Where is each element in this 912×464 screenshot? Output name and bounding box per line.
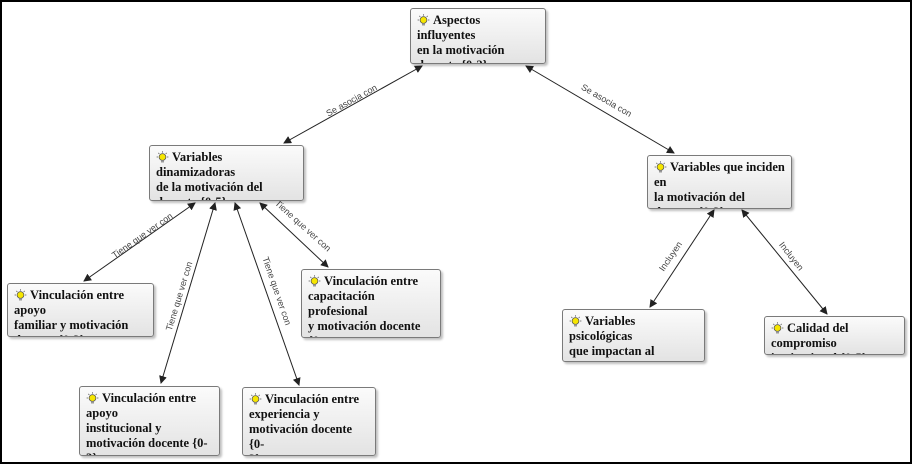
concept-vinculacion-familiar[interactable]: Vinculación entre apoyo familiar y motiv… bbox=[7, 283, 154, 337]
concept-lightbulb-icon bbox=[86, 392, 99, 405]
link-label-incluyen-compromiso: Incluyen bbox=[777, 240, 806, 273]
concept-vinculacion-capacitacion[interactable]: Vinculación entre capacitación profesion… bbox=[301, 269, 441, 338]
link-line-tiene-institucional bbox=[159, 202, 217, 384]
concept-label: Vinculación entre capacitación profesion… bbox=[308, 274, 421, 337]
concept-variables-psicologicas[interactable]: Variables psicológicas que impactan al d… bbox=[562, 309, 705, 362]
concept-aspectos-influyentes[interactable]: Aspectos influyentes en la motivación do… bbox=[410, 8, 546, 64]
concept-lightbulb-icon bbox=[417, 14, 430, 27]
link-line-incluyen-compromiso bbox=[741, 209, 828, 315]
concept-lightbulb-icon bbox=[14, 289, 27, 302]
concept-lightbulb-icon bbox=[771, 322, 784, 335]
link-line-tiene-capacitacion bbox=[259, 202, 329, 268]
link-label-incluyen-psicologicas: Incluyen bbox=[657, 240, 684, 273]
link-line-tiene-experiencia bbox=[233, 202, 301, 386]
concept-label: Variables dinamizadoras de la motivación… bbox=[156, 150, 263, 200]
concept-lightbulb-icon bbox=[308, 275, 321, 288]
concept-vinculacion-institucional[interactable]: Vinculación entre apoyo institucional y … bbox=[79, 386, 220, 456]
concept-variables-inciden[interactable]: Variables que inciden en la motivación d… bbox=[647, 155, 792, 209]
link-label-asocia-left: Se asocia con bbox=[324, 82, 378, 118]
concept-lightbulb-icon bbox=[249, 393, 262, 406]
concept-vinculacion-experiencia[interactable]: Vinculación entre experiencia y motivaci… bbox=[242, 387, 376, 456]
link-label-tiene-capacitacion: Tiene que ver con bbox=[273, 198, 333, 253]
concept-lightbulb-icon bbox=[569, 315, 582, 328]
concept-label: Variables que inciden en la motivación d… bbox=[654, 160, 785, 208]
concept-label: Aspectos influyentes en la motivación do… bbox=[417, 13, 505, 63]
concept-calidad-compromiso[interactable]: Calidad del compromiso institucional {0-… bbox=[764, 316, 905, 355]
concept-label: Vinculación entre apoyo institucional y … bbox=[86, 391, 208, 455]
link-line-incluyen-psicologicas bbox=[649, 209, 715, 308]
link-label-tiene-familiar: Tiene que ver con bbox=[110, 211, 174, 260]
concept-lightbulb-icon bbox=[156, 151, 169, 164]
link-label-tiene-experiencia: Tiene que ver con bbox=[260, 255, 293, 326]
link-line-asocia-right bbox=[525, 65, 675, 154]
concept-label: Vinculación entre experiencia y motivaci… bbox=[249, 392, 360, 455]
link-line-asocia-left bbox=[283, 65, 423, 144]
concept-label: Calidad del compromiso institucional {0-… bbox=[771, 321, 867, 354]
concept-label: Variables psicológicas que impactan al d… bbox=[569, 314, 655, 361]
concept-lightbulb-icon bbox=[654, 161, 667, 174]
concept-variables-dinamizadoras[interactable]: Variables dinamizadoras de la motivación… bbox=[149, 145, 304, 201]
concept-label: Vinculación entre apoyo familiar y motiv… bbox=[14, 288, 129, 336]
